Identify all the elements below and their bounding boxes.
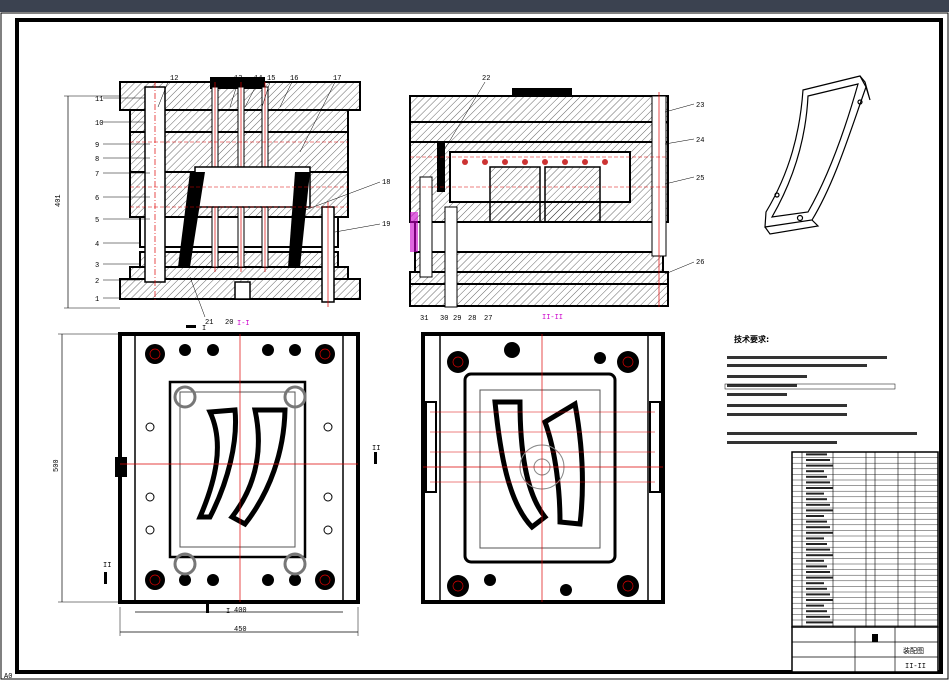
bom-cell-text	[806, 559, 824, 562]
bom-cell-text	[806, 571, 830, 573]
technical-requirements: 技术要求:	[724, 334, 917, 444]
sheet-format-label: A0	[4, 673, 12, 680]
part-label: 7	[95, 171, 99, 179]
drawing-name: 装配图	[903, 646, 924, 656]
bom-cell-text	[806, 593, 830, 596]
side-section-view	[409, 88, 669, 308]
section-mark: I	[202, 325, 206, 333]
part-label: 25	[696, 175, 704, 183]
part-label: 20	[225, 319, 233, 327]
bom-cell-text	[806, 515, 824, 517]
bom-cell-text	[806, 565, 827, 568]
bom-cell-text	[806, 582, 824, 585]
outer-border	[0, 12, 949, 680]
title-block: 装配图 II-II	[791, 626, 939, 673]
bom-cell-text	[806, 503, 830, 506]
part-label: 9	[95, 142, 99, 150]
front-top-labels: 12 13 14 15 16 17 18 19	[157, 75, 390, 233]
part-label: 28	[468, 315, 476, 323]
bom-cell-text	[806, 481, 830, 484]
part-label: 4	[95, 241, 99, 249]
bom-cell-text	[806, 576, 833, 579]
front-bottom-labels: 21 20 I-I	[189, 276, 250, 328]
bom-cell-text	[806, 554, 833, 557]
bom-cell-text	[806, 537, 824, 540]
side-labels: 22 23 24 25 26 31 30 29 28 27 II-II	[420, 75, 704, 323]
part-label: 13	[234, 75, 242, 83]
bom-cell-text	[806, 487, 833, 489]
part-label: 16	[290, 75, 298, 83]
tech-req-title: 技术要求:	[734, 334, 769, 344]
part-label: 12	[170, 75, 178, 83]
plan-dimensions: 500 400 450 I I II II	[53, 325, 380, 636]
bom-cell-text	[806, 453, 827, 456]
part-label: 29	[453, 315, 461, 323]
bom-cell-text	[806, 475, 827, 478]
front-left-labels: 11 10 9 8 7 6 5 4 3 2 1	[95, 96, 150, 304]
section-mark: II-II	[542, 314, 563, 322]
drawing-sheet: A0 401 11 10 9 8 7	[0, 12, 949, 680]
inner-width-dimension: 400	[234, 607, 247, 615]
bom-cell-text	[806, 615, 830, 618]
part-label: 31	[420, 315, 428, 323]
bom-cell-text	[806, 543, 827, 545]
bom-cell-text	[806, 526, 830, 529]
part-label: 30	[440, 315, 448, 323]
mold-assembly-drawing: A0 401 11 10 9 8 7	[0, 12, 949, 680]
bill-of-materials	[791, 451, 939, 628]
plan-view-moving-half	[115, 332, 360, 604]
bom-cell-text	[806, 587, 827, 590]
bom-cell-text	[806, 459, 830, 461]
part-label: 11	[95, 96, 103, 104]
section-mark: I	[226, 608, 230, 616]
inner-border	[15, 18, 943, 674]
height-dimension-plan: 500	[53, 459, 61, 472]
bom-cell-text	[806, 492, 824, 495]
part-label: 27	[484, 315, 492, 323]
height-dimension-top: 401	[55, 194, 63, 207]
bom-cell-text	[806, 621, 833, 624]
part-label: 3	[95, 262, 99, 270]
part-label: 2	[95, 278, 99, 286]
outer-width-dimension: 450	[234, 626, 247, 634]
bom-cell-text	[806, 498, 827, 501]
section-mark: II	[372, 445, 380, 453]
part-label: 19	[382, 221, 390, 229]
part-label: 23	[696, 102, 704, 110]
bom-cell-text	[806, 520, 827, 523]
bom-cell-text	[806, 509, 833, 512]
section-mark: I-I	[237, 320, 250, 328]
drawing-number: II-II	[905, 663, 926, 671]
part-label: 10	[95, 120, 103, 128]
front-section-view	[119, 77, 361, 307]
part-label: 26	[696, 259, 704, 267]
bom-cell-text	[806, 531, 833, 534]
part-label: 15	[267, 75, 275, 83]
part-label: 1	[95, 296, 99, 304]
part-label: 18	[382, 179, 390, 187]
part-label: 6	[95, 195, 99, 203]
plan-view-fixed-half	[421, 332, 665, 604]
bom-cell-text	[806, 464, 833, 467]
bom-cell-text	[806, 604, 824, 607]
part-label: 8	[95, 156, 99, 164]
bom-cell-text	[806, 548, 830, 551]
part-label: 5	[95, 217, 99, 225]
part-label: 24	[696, 137, 704, 145]
part-label: 14	[254, 75, 262, 83]
bom-cell-text	[806, 470, 824, 473]
part-label: 22	[482, 75, 490, 83]
part-label: 21	[205, 319, 213, 327]
part-label: 17	[333, 75, 341, 83]
bom-cell-text	[806, 599, 833, 601]
bom-cell-text	[806, 610, 827, 613]
section-mark: II	[103, 562, 111, 570]
part-isometric-view	[764, 75, 871, 235]
